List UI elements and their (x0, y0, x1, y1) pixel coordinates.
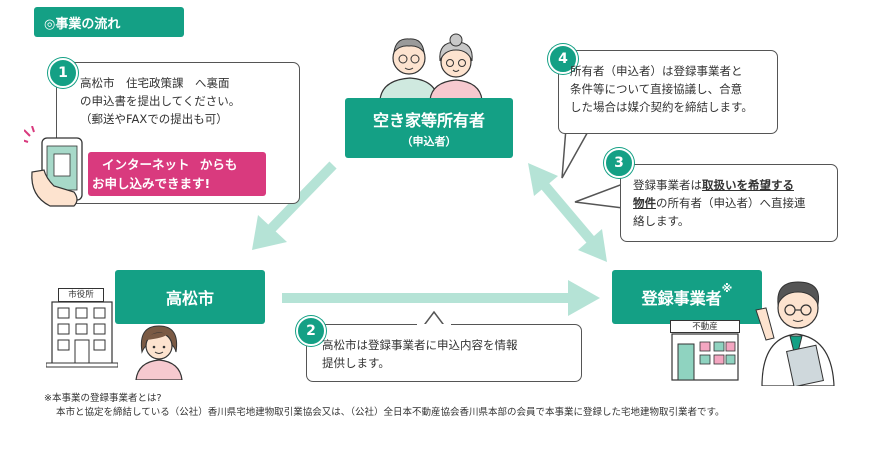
step-4-text: 所有者（申込者）は登録事業者と 条件等について直接協議し、合意 した場合は媒介契… (570, 62, 775, 116)
city-box: 高松市 (115, 270, 265, 324)
step-2-line2: 提供します。 (322, 356, 390, 370)
arrow-owner-to-city (252, 161, 337, 250)
step-3-line1a: 登録事業者は (633, 178, 702, 192)
internet-banner-line2: お申し込みできます! (92, 176, 211, 191)
step-3-line2a: 物件 (633, 196, 656, 210)
city-staff-icon (135, 325, 183, 380)
step-4-line1: 所有者（申込者）は登録事業者と (570, 64, 743, 78)
city-title: 高松市 (165, 289, 214, 308)
step-1-line2: の申込書を提出してください。 (80, 94, 241, 108)
step-2-text: 高松市は登録事業者に申込内容を情報 提供します。 (322, 336, 578, 372)
elderly-woman-icon (429, 33, 483, 100)
callout-step-3 (620, 164, 838, 242)
shop-sign: 不動産 (670, 320, 740, 333)
owner-box: 空き家等所有者 （申込者） (345, 98, 513, 158)
agent-staff-icon (755, 281, 835, 386)
callout-2-tail-cover (417, 324, 451, 328)
callout-4-tail (561, 127, 591, 179)
step-3-line2b: の所有者（申込者）へ直接連 (656, 196, 806, 210)
section-title: ◎事業の流れ (34, 7, 184, 37)
elderly-man-icon (379, 38, 439, 100)
real-estate-shop-illustration: 不動産 (670, 320, 740, 382)
step-1-text: 高松市 住宅政策課 へ裏面 の申込書を提出してください。 （郵送やFAXでの提出… (80, 74, 295, 128)
step-3-text: 登録事業者は取扱いを希望する 物件の所有者（申込者）へ直接連 絡します。 (633, 176, 833, 230)
callout-step-4 (558, 50, 778, 134)
step-3-line1b: 取扱いを希望する (702, 178, 794, 192)
step-4-line3: した場合は媒介契約を締結します。 (570, 100, 753, 114)
step-2-line1: 高松市は登録事業者に申込内容を情報 (322, 338, 518, 352)
step-2-badge: 2 (296, 316, 326, 346)
smartphone-icon (24, 126, 83, 207)
agent-title: 登録事業者 (641, 289, 722, 308)
internet-banner: インターネット からも お申し込みできます! (88, 152, 266, 196)
city-hall-illustration: 市役所 (46, 284, 118, 368)
agent-box: 登録事業者 ※ (612, 270, 762, 324)
step-1-badge: 1 (48, 58, 78, 88)
step-4-badge: 4 (548, 44, 578, 74)
footnote-body: 本市と協定を締結している（公社）香川県宅地建物取引業協会又は、（公社）全日本不動… (56, 407, 725, 418)
agent-asterisk: ※ (721, 282, 733, 295)
arrow-owner-agent (528, 163, 607, 262)
step-4-line2: 条件等について直接協議し、合意 (570, 82, 743, 96)
step-1-line3: （郵送やFAXでの提出も可） (80, 112, 228, 126)
owner-subtitle: （申込者） (401, 135, 457, 148)
step-3-badge: 3 (604, 148, 634, 178)
step-1-line1: 高松市 住宅政策課 へ裏面 (80, 76, 230, 90)
internet-banner-line1a: インターネット (102, 157, 190, 172)
owners-illustration (379, 33, 483, 100)
arrow-city-to-agent (282, 280, 600, 316)
footnote: ※本事業の登録事業者とは? 本市と協定を締結している（公社）香川県宅地建物取引業… (44, 392, 864, 420)
step-3-line3: 絡します。 (633, 214, 690, 228)
internet-banner-line1b: からも (199, 157, 238, 172)
footnote-title: ※本事業の登録事業者とは? (44, 393, 162, 404)
callout-3-tail (574, 183, 623, 209)
owner-title: 空き家等所有者 (372, 111, 485, 130)
